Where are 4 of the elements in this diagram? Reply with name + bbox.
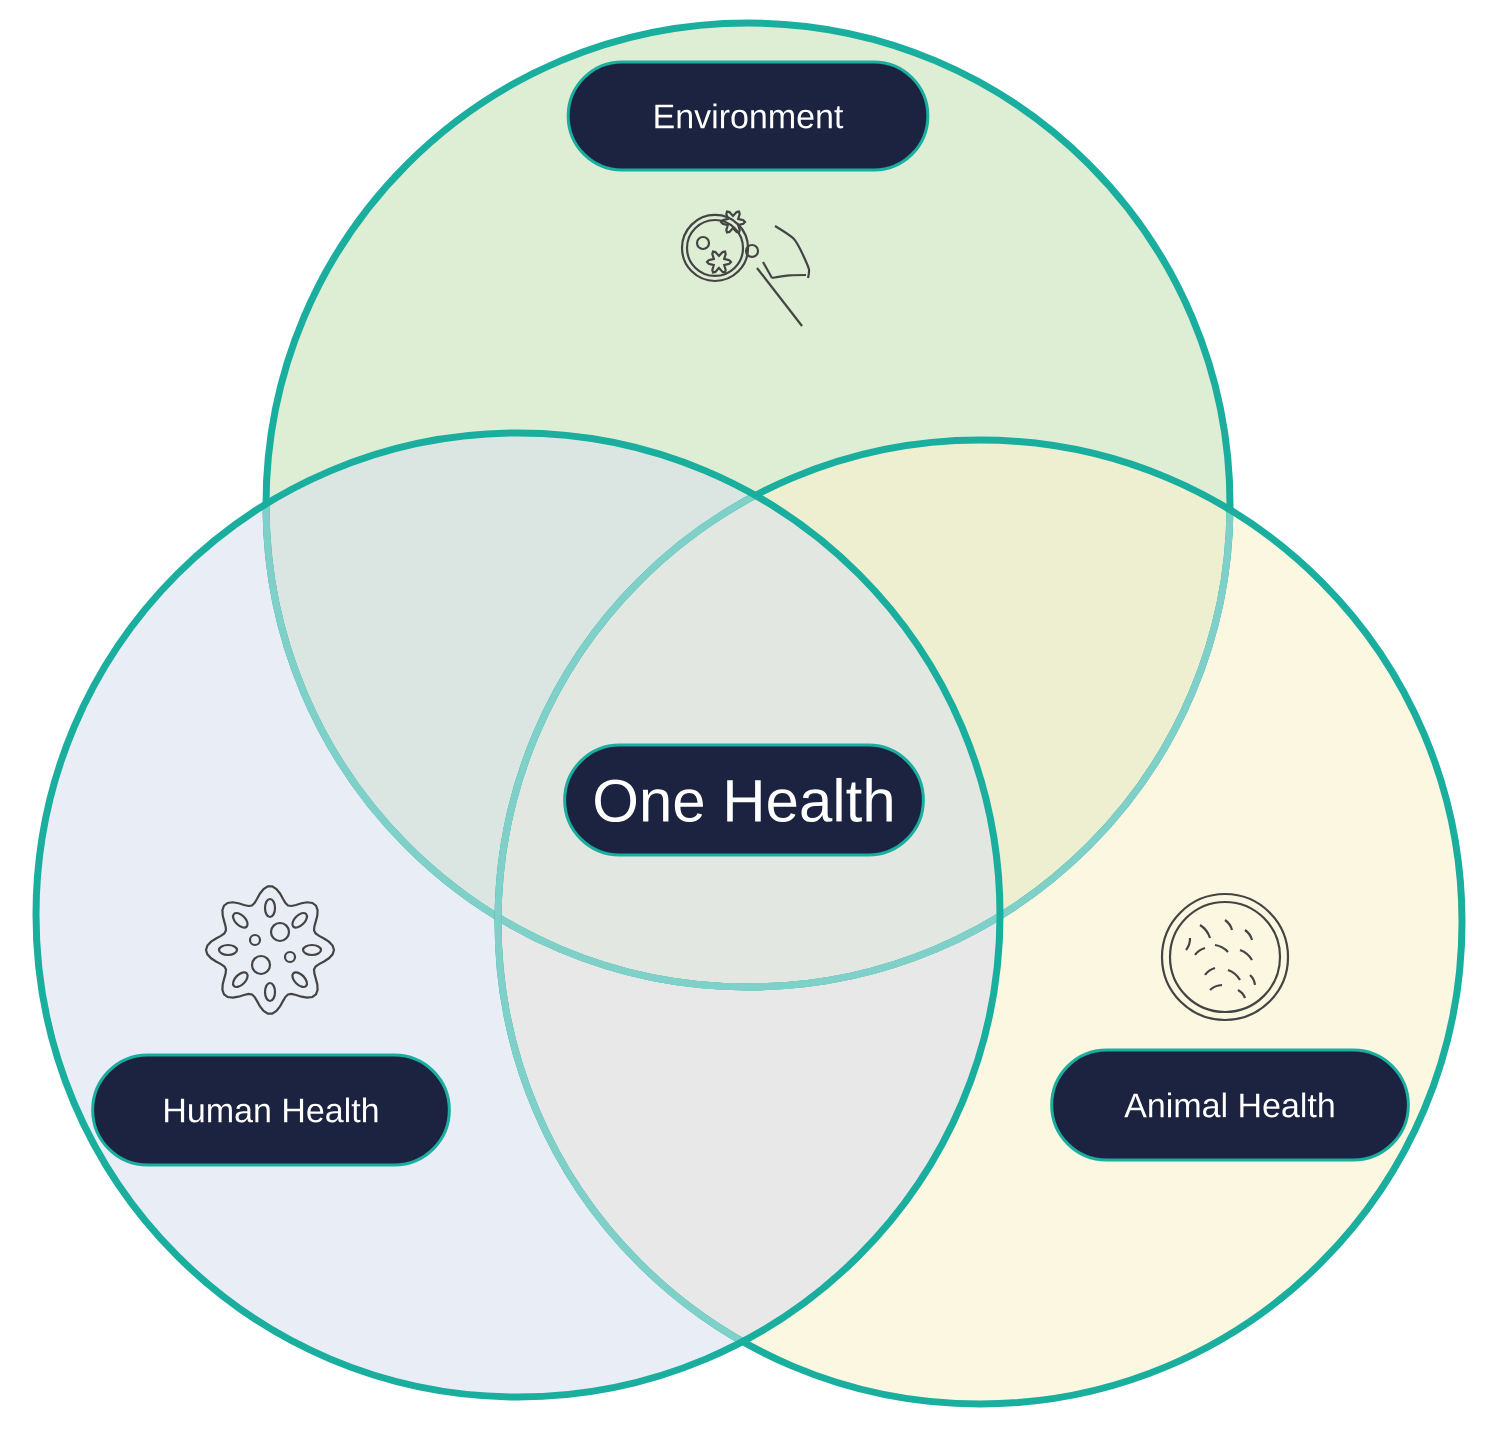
label-pill: Human Health [91,1053,451,1167]
label-pill: Animal Health [1050,1048,1410,1162]
label-pill: One Health [563,743,925,857]
label-pill: Environment [566,60,930,172]
